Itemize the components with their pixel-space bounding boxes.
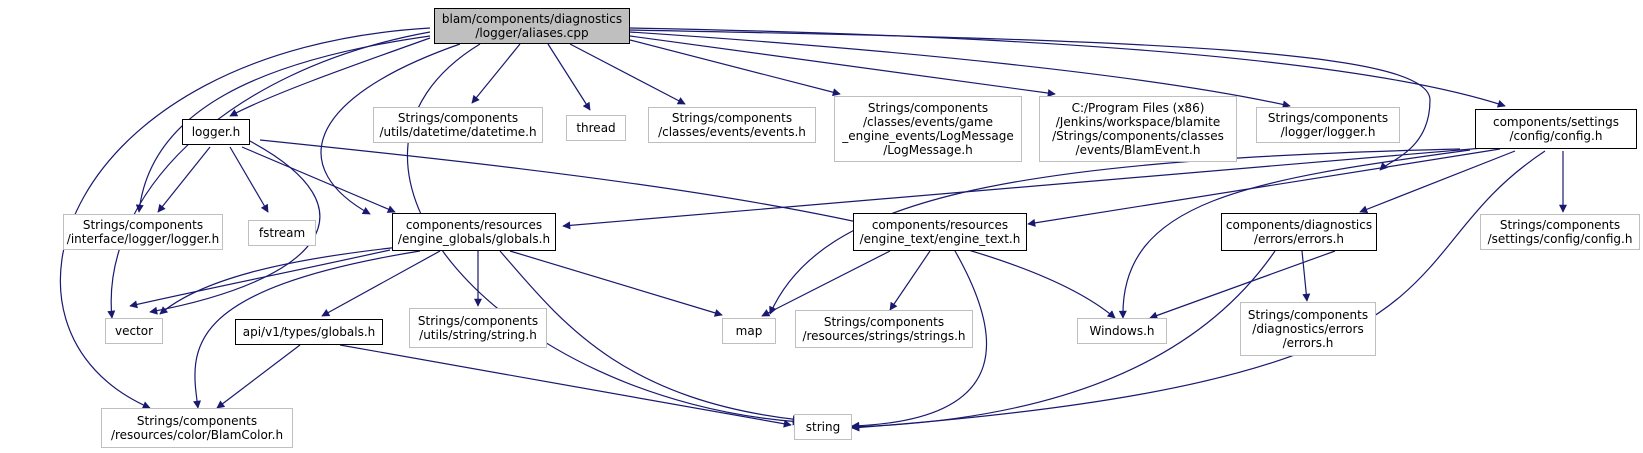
edge-root-blamevent (629, 35, 1056, 97)
edge-root-blamcolor (59, 27, 431, 409)
edge-root-events (569, 43, 686, 105)
edge-errors-strerrors (1301, 250, 1311, 302)
node-datetime-h[interactable]: Strings/components /utils/datetime/datet… (373, 107, 543, 143)
node-logmessage-h[interactable]: Strings/components /classes/events/game … (834, 96, 1022, 162)
node-string[interactable]: string (794, 414, 852, 440)
edge-config-string (851, 150, 1546, 432)
edge-config-errors (1359, 150, 1516, 214)
edge-enginetext-strings (889, 250, 931, 311)
edge-config-windows (1118, 149, 1471, 319)
edge-globals-api (321, 250, 441, 317)
node-thread[interactable]: thread (566, 115, 626, 141)
node-fstream[interactable]: fstream (248, 220, 316, 246)
edge-root-globals (320, 43, 461, 215)
node-blamevent-h[interactable]: C:/Program Files (x86) /Jenkins/workspac… (1039, 96, 1237, 162)
edge-logger-globals (241, 146, 396, 213)
edge-root-thread (547, 43, 591, 111)
edge-root-logmessage (629, 39, 841, 97)
edge-root-windows (629, 29, 1431, 171)
edge-errors-windows (1149, 250, 1336, 320)
edge-globals-string (499, 250, 801, 424)
edge-globals-blamcolor (193, 250, 421, 409)
edge-root-strlogger (629, 31, 1291, 109)
edge-globals-vector (159, 246, 401, 315)
edge-root-datetime (471, 43, 521, 104)
edge-root-logger (229, 37, 431, 117)
node-interface-logger-h[interactable]: Strings/components /interface/logger/log… (63, 214, 223, 250)
node-config-h[interactable]: components/settings /config/config.h (1475, 109, 1637, 149)
node-events-h[interactable]: Strings/components /classes/events/event… (648, 107, 816, 143)
edge-logger-iface (157, 146, 211, 213)
node-strings-logger-h[interactable]: Strings/components /logger/logger.h (1256, 107, 1400, 143)
edge-config-map (769, 148, 1461, 315)
node-errors-h[interactable]: components/diagnostics /errors/errors.h (1221, 213, 1377, 251)
edge-logger-fstream (229, 146, 269, 213)
node-vector[interactable]: vector (105, 318, 163, 344)
node-strings-string-h[interactable]: Strings/components /utils/string/string.… (409, 308, 547, 348)
edge-config-globals (562, 146, 1496, 230)
node-strings-errors-h[interactable]: Strings/components /diagnostics/errors /… (1240, 302, 1376, 356)
edge-globals-map (509, 250, 723, 317)
edge-enginetext-map (761, 250, 891, 317)
node-engine-text-h[interactable]: components/resources /engine_text/engine… (853, 213, 1027, 251)
node-blamcolor-h[interactable]: Strings/components /resources/color/Blam… (101, 408, 293, 448)
node-strings-h[interactable]: Strings/components /resources/strings/st… (795, 310, 973, 348)
node-api-globals-h[interactable]: api/v1/types/globals.h (235, 319, 383, 345)
edge-root-string (406, 43, 801, 426)
edge-config-enginetext (1027, 148, 1501, 227)
edge-errors-string (851, 250, 1276, 431)
edge-api-blamcolor (216, 344, 301, 409)
node-map[interactable]: map (722, 318, 776, 344)
node-logger-h[interactable]: logger.h (182, 119, 250, 145)
node-windows-h[interactable]: Windows.h (1077, 318, 1167, 344)
node-root-aliases-cpp[interactable]: blam/components/diagnostics /logger/alia… (434, 8, 630, 44)
edge-api-string (339, 344, 792, 428)
edge-enginetext-string (851, 250, 988, 430)
edge-globals-vector-b (129, 249, 391, 309)
node-globals-h[interactable]: components/resources /engine_globals/glo… (392, 213, 556, 251)
node-strings-config-h[interactable]: Strings/components /settings/config/conf… (1480, 214, 1640, 250)
edge-root-vector (107, 31, 431, 319)
edge-logger-windows (259, 139, 1116, 319)
edge-root-config (629, 27, 1506, 108)
